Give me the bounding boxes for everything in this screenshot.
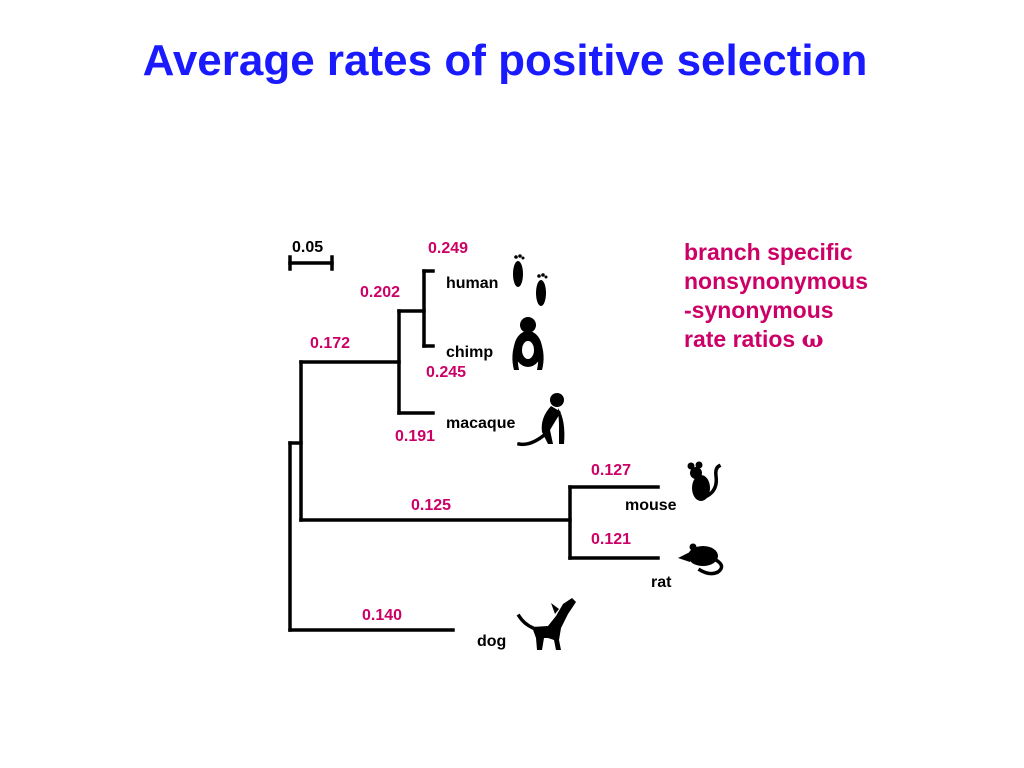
legend-line-4: rate ratios ω: [684, 325, 868, 354]
footprints-icon: [513, 254, 548, 306]
dog-icon: [516, 598, 576, 650]
legend-dash: -: [684, 297, 692, 323]
mouse-icon: [687, 461, 722, 501]
taxon-rat: rat: [651, 574, 672, 591]
legend-line-1: branch specific: [684, 239, 853, 265]
rate-labels: 0.249 0.202 0.172 0.245 0.191 0.127 0.12…: [310, 240, 631, 624]
rate-macaque: 0.191: [395, 428, 435, 445]
legend-line-3: -synonymous: [684, 296, 868, 325]
omega-symbol: ω: [801, 326, 824, 353]
taxon-labels: human chimp macaque mouse rat dog: [446, 275, 677, 650]
macaque-icon: [516, 393, 565, 447]
taxon-human: human: [446, 275, 498, 292]
taxon-chimp: chimp: [446, 344, 493, 361]
rate-primate-ancestor: 0.172: [310, 335, 350, 352]
tree-branches: [288, 269, 660, 632]
rate-chimp: 0.245: [426, 364, 466, 381]
rat-icon: [678, 543, 724, 576]
taxon-mouse: mouse: [625, 497, 677, 514]
rate-rat: 0.121: [591, 531, 631, 548]
taxon-macaque: macaque: [446, 415, 515, 432]
chimp-icon: [512, 317, 544, 370]
legend-line-2: nonsynonymous: [684, 268, 869, 294]
rate-mouse: 0.127: [591, 462, 631, 479]
rate-rodent-ancestor: 0.125: [411, 497, 451, 514]
rate-human-chimp-ancestor: 0.202: [360, 284, 400, 301]
taxon-dog: dog: [477, 633, 506, 650]
legend-note: branch specific nonsynonymous -synonymou…: [684, 238, 868, 354]
rate-dog: 0.140: [362, 607, 402, 624]
scale-bar: 0.05: [288, 239, 334, 271]
rate-human: 0.249: [428, 240, 468, 257]
scale-bar-label: 0.05: [292, 239, 323, 256]
legend-line-4-text: rate ratios: [684, 326, 796, 352]
legend-line-3-text: synonymous: [691, 297, 834, 323]
page-title: Average rates of positive selection: [142, 36, 868, 85]
